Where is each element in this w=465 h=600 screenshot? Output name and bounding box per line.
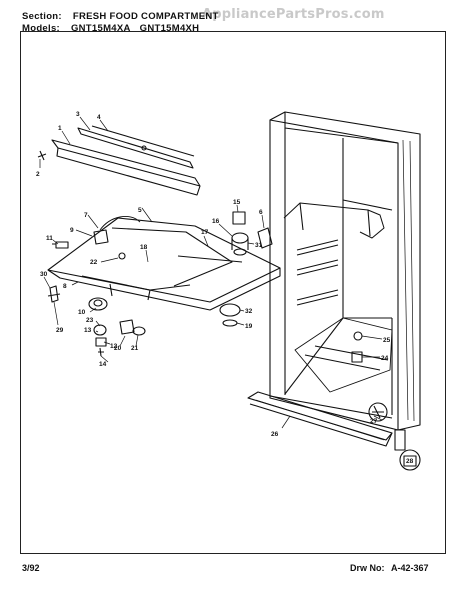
leader-lines	[39, 116, 383, 429]
callout-12: 12	[110, 343, 118, 350]
knob-ring-part-10	[88, 297, 108, 311]
cabinet	[269, 111, 421, 431]
model-2: GNT15M4XH	[139, 23, 200, 34]
callout-28: 28	[406, 458, 414, 465]
callout-19: 19	[245, 323, 253, 330]
models-header: Models: GNT15M4XA GNT15M4XH	[22, 23, 199, 34]
callout-16: 16	[212, 218, 220, 225]
clip-parts-29-30	[47, 285, 61, 303]
callout-7: 7	[84, 212, 88, 219]
callout-1: 1	[58, 125, 62, 132]
callout-26: 26	[271, 431, 279, 438]
callout-24: 24	[381, 355, 389, 362]
callout-4: 4	[97, 114, 101, 121]
callout-8: 8	[63, 283, 67, 290]
grille-part-26	[247, 391, 393, 447]
section-value: FRESH FOOD COMPARTMENT	[72, 11, 219, 22]
callout-labels: 1 2 3 4 5 6 7 8 9 10 11 12 13 14 15 16 1…	[36, 111, 414, 465]
model-1: GNT15M4XA	[70, 23, 131, 34]
footer-drawing: Drw No: A-42-367	[350, 563, 429, 573]
leveler-part-28	[394, 429, 421, 471]
callout-15: 15	[233, 199, 241, 206]
knob-parts-12-13-23	[93, 324, 107, 357]
socket-part-6	[257, 227, 273, 249]
callout-5: 5	[138, 207, 142, 214]
callout-29: 29	[56, 327, 64, 334]
callout-9: 9	[70, 227, 74, 234]
callout-14: 14	[99, 361, 107, 368]
screw-part-2	[37, 150, 47, 161]
section-label: Section:	[22, 11, 62, 22]
lamp-parts-20-21	[119, 319, 146, 336]
callout-6: 6	[259, 209, 263, 216]
callout-2: 2	[36, 171, 40, 178]
drawing-label: Drw No:	[350, 563, 385, 573]
drain-part-25	[353, 331, 363, 341]
callout-20: 20	[114, 345, 122, 352]
callout-10: 10	[78, 309, 86, 316]
callout-30: 30	[40, 271, 48, 278]
callout-3: 3	[76, 111, 80, 118]
drawing-number: A-42-367	[391, 563, 429, 573]
lamp-cover-parts-19-32	[219, 303, 241, 327]
diagram-frame	[20, 31, 446, 554]
callout-27: 27	[370, 418, 378, 425]
callout-13: 13	[84, 327, 92, 334]
drain-part-24	[351, 351, 363, 363]
callout-25: 25	[383, 337, 391, 344]
thermostat-parts-7-9	[93, 215, 141, 245]
connector-part-11	[52, 241, 69, 249]
callout-17: 17	[201, 229, 209, 236]
damper-parts-15-16-31	[231, 211, 249, 256]
callout-32: 32	[245, 308, 253, 315]
footer-date: 3/92	[22, 563, 40, 573]
callout-21: 21	[131, 345, 139, 352]
callout-31: 31	[255, 242, 263, 249]
callout-11: 11	[46, 235, 53, 242]
callout-22: 22	[90, 259, 98, 266]
watermark: AppliancePartsPros.com	[202, 7, 385, 22]
callout-23: 23	[86, 317, 94, 324]
strip-parts-1-3-4	[51, 125, 201, 196]
models-label: Models:	[22, 23, 60, 34]
control-panel-part-5	[47, 217, 281, 311]
section-header: Section: FRESH FOOD COMPARTMENT	[22, 11, 219, 22]
hinge-part-27	[368, 402, 388, 422]
callout-18: 18	[140, 244, 148, 251]
